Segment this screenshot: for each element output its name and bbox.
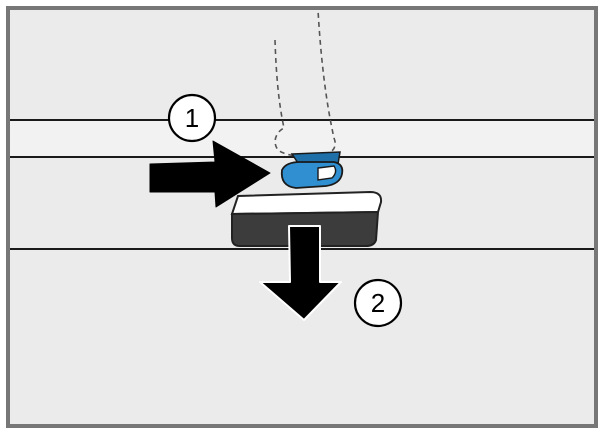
rail-strip xyxy=(10,121,594,156)
callout-1-label: 1 xyxy=(185,103,199,133)
arrow-down-icon xyxy=(259,225,342,321)
callout-2-circle xyxy=(353,278,403,328)
callout-1-circle xyxy=(167,93,217,143)
callout-2-label: 2 xyxy=(371,288,385,318)
callout-2: 2 xyxy=(353,278,403,328)
latch-icon xyxy=(280,151,344,189)
arrow-right-icon xyxy=(149,140,271,208)
callout-1: 1 xyxy=(167,93,217,143)
tray-top xyxy=(230,190,383,216)
